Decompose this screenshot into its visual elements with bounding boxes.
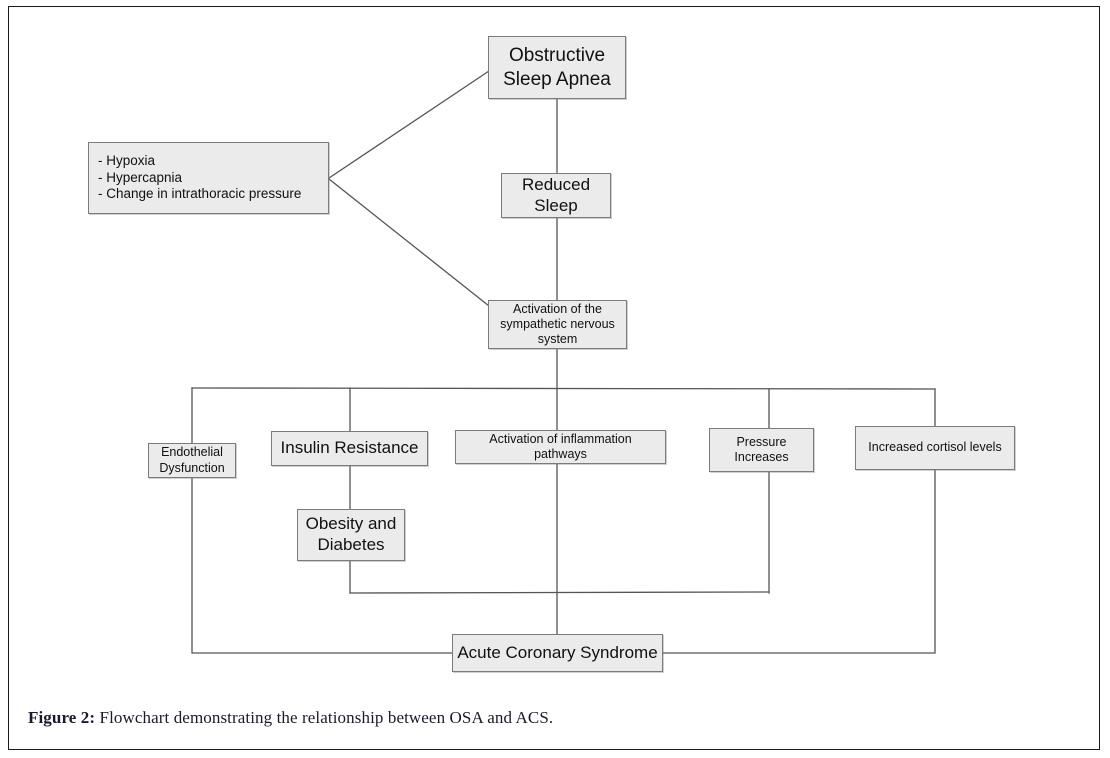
node-insulin-resistance[interactable]: Insulin Resistance <box>271 431 428 466</box>
connector-layer <box>191 70 936 654</box>
edge-triggers-sns <box>328 178 490 307</box>
lower-bus <box>349 591 770 594</box>
node-acute-coronary-syndrome[interactable]: Acute Coronary Syndrome <box>452 634 663 672</box>
node-obstructive-sleep-apnea[interactable]: Obstructive Sleep Apnea <box>488 36 626 99</box>
figure-caption: Figure 2: Flowchart demonstrating the re… <box>28 708 1068 728</box>
distribution-bus <box>191 387 936 390</box>
edge-endothelial-acs <box>191 477 453 654</box>
node-inflammation-pathways[interactable]: Activation of inflammation pathways <box>455 430 666 464</box>
edge-triggers-osa <box>328 70 490 179</box>
edge-cortisol-acs <box>662 469 936 654</box>
node-pressure-increases[interactable]: Pressure Increases <box>709 428 814 472</box>
flowchart-canvas: Obstructive Sleep Apnea - Hypoxia - Hype… <box>88 36 1015 672</box>
node-triggers[interactable]: - Hypoxia - Hypercapnia - Change in intr… <box>88 142 329 214</box>
node-sympathetic-activation[interactable]: Activation of the sympathetic nervous sy… <box>488 300 627 349</box>
node-endothelial-dysfunction[interactable]: Endothelial Dysfunction <box>148 443 236 478</box>
figure-caption-label: Figure 2: <box>28 708 96 727</box>
node-reduced-sleep[interactable]: Reduced Sleep <box>501 173 611 218</box>
node-increased-cortisol[interactable]: Increased cortisol levels <box>855 426 1015 470</box>
figure-caption-text: Flowchart demonstrating the relationship… <box>95 708 554 727</box>
figure-frame <box>8 6 1100 750</box>
node-obesity-diabetes[interactable]: Obesity and Diabetes <box>297 509 405 561</box>
